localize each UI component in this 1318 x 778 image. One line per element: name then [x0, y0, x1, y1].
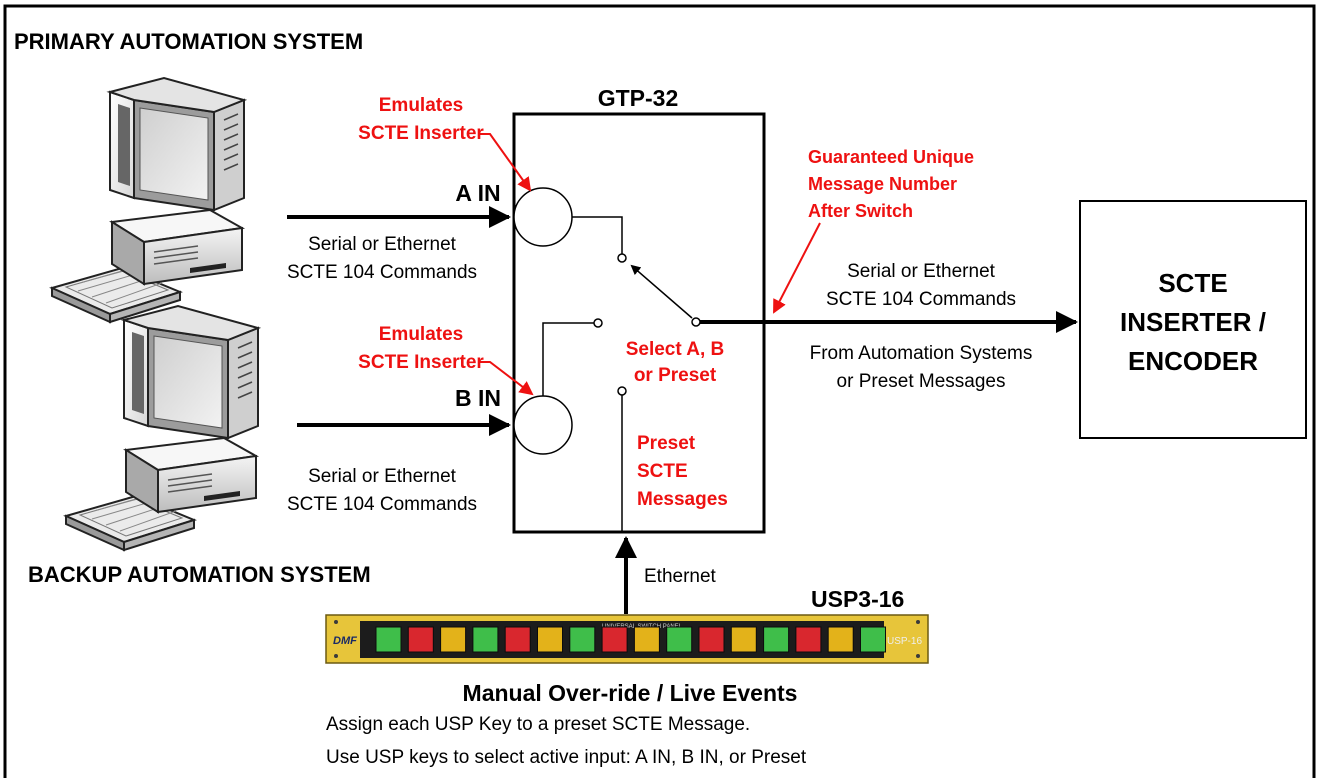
usp-brand-logo: DMF: [333, 635, 357, 647]
guaranteed-line2: Message Number: [808, 174, 957, 194]
output-line2: SCTE 104 Commands: [826, 289, 1016, 310]
input-b-link-line1: Serial or Ethernet: [308, 466, 457, 487]
emulates-b-line1: Emulates: [379, 324, 463, 345]
emulates-b-pointer: [480, 361, 534, 396]
select-line2: or Preset: [634, 365, 717, 386]
switch-wiring: [542, 216, 701, 532]
caption-title: Manual Over-ride / Live Events: [463, 680, 798, 706]
system-frame: [3, 4, 1316, 778]
input-a-label: A IN: [455, 180, 500, 206]
usp-key-5[interactable]: [504, 626, 531, 653]
caption-line2: Use USP keys to select active input: A I…: [326, 747, 807, 768]
backup-computer-icon: [65, 305, 259, 551]
usp-key-15[interactable]: [827, 626, 854, 653]
input-a-link-line2: SCTE 104 Commands: [287, 262, 477, 283]
usp-key-6[interactable]: [537, 626, 563, 653]
encoder-line1: SCTE: [1158, 268, 1227, 298]
usp-key-2[interactable]: [407, 626, 434, 653]
input-b-port: [513, 395, 573, 455]
emulates-a-line1: Emulates: [379, 95, 463, 116]
guaranteed-pointer: [773, 222, 821, 314]
guaranteed-line1: Guaranteed Unique: [808, 147, 974, 167]
guaranteed-line3: After Switch: [808, 201, 913, 221]
backup-automation-label: BACKUP AUTOMATION SYSTEM: [28, 562, 371, 587]
usp-switch-panel: DMF UNIVERSAL SWITCH PANEL USP-16: [325, 614, 929, 664]
usp-key-13[interactable]: [763, 626, 790, 653]
input-b-label: B IN: [455, 385, 501, 411]
encoder-line3: ENCODER: [1128, 346, 1258, 376]
usp-key-8[interactable]: [601, 626, 628, 653]
usp-key-16[interactable]: [860, 626, 886, 653]
preset-line1: Preset: [637, 433, 696, 454]
usp-key-10[interactable]: [666, 626, 693, 653]
input-a-port: [513, 187, 573, 247]
usp-key-7[interactable]: [569, 626, 596, 653]
usp-key-1[interactable]: [375, 626, 402, 653]
preset-line3: Messages: [637, 489, 728, 510]
usp-key-4[interactable]: [472, 626, 499, 653]
caption-line1: Assign each USP Key to a preset SCTE Mes…: [326, 714, 750, 735]
output-line3: From Automation Systems: [810, 343, 1033, 364]
preset-line2: SCTE: [637, 461, 688, 482]
primary-automation-label: PRIMARY AUTOMATION SYSTEM: [14, 29, 363, 54]
usp-key-11[interactable]: [698, 626, 725, 653]
encoder-line2: INSERTER /: [1120, 307, 1266, 337]
gtp-32-title: GTP-32: [598, 85, 679, 111]
usp-key-3[interactable]: [440, 626, 467, 653]
usp-key-14[interactable]: [795, 626, 822, 653]
select-line1: Select A, B: [626, 339, 725, 360]
input-a-link-line1: Serial or Ethernet: [308, 234, 457, 255]
ethernet-label: Ethernet: [644, 566, 717, 587]
usp-key-9[interactable]: [633, 626, 660, 653]
usp-title: USP3-16: [811, 586, 904, 612]
usp-key-row: [375, 626, 886, 653]
output-line1: Serial or Ethernet: [847, 261, 996, 282]
encoder-box: [1079, 200, 1307, 439]
emulates-b-line2: SCTE Inserter: [358, 352, 484, 373]
usp-model-tag: USP-16: [887, 636, 922, 647]
emulates-a-line2: SCTE Inserter: [358, 123, 484, 144]
primary-computer-icon: [51, 77, 245, 323]
usp-key-12[interactable]: [730, 626, 757, 653]
input-b-link-line2: SCTE 104 Commands: [287, 494, 477, 515]
emulates-a-pointer: [480, 133, 532, 192]
output-line4: or Preset Messages: [837, 371, 1006, 392]
